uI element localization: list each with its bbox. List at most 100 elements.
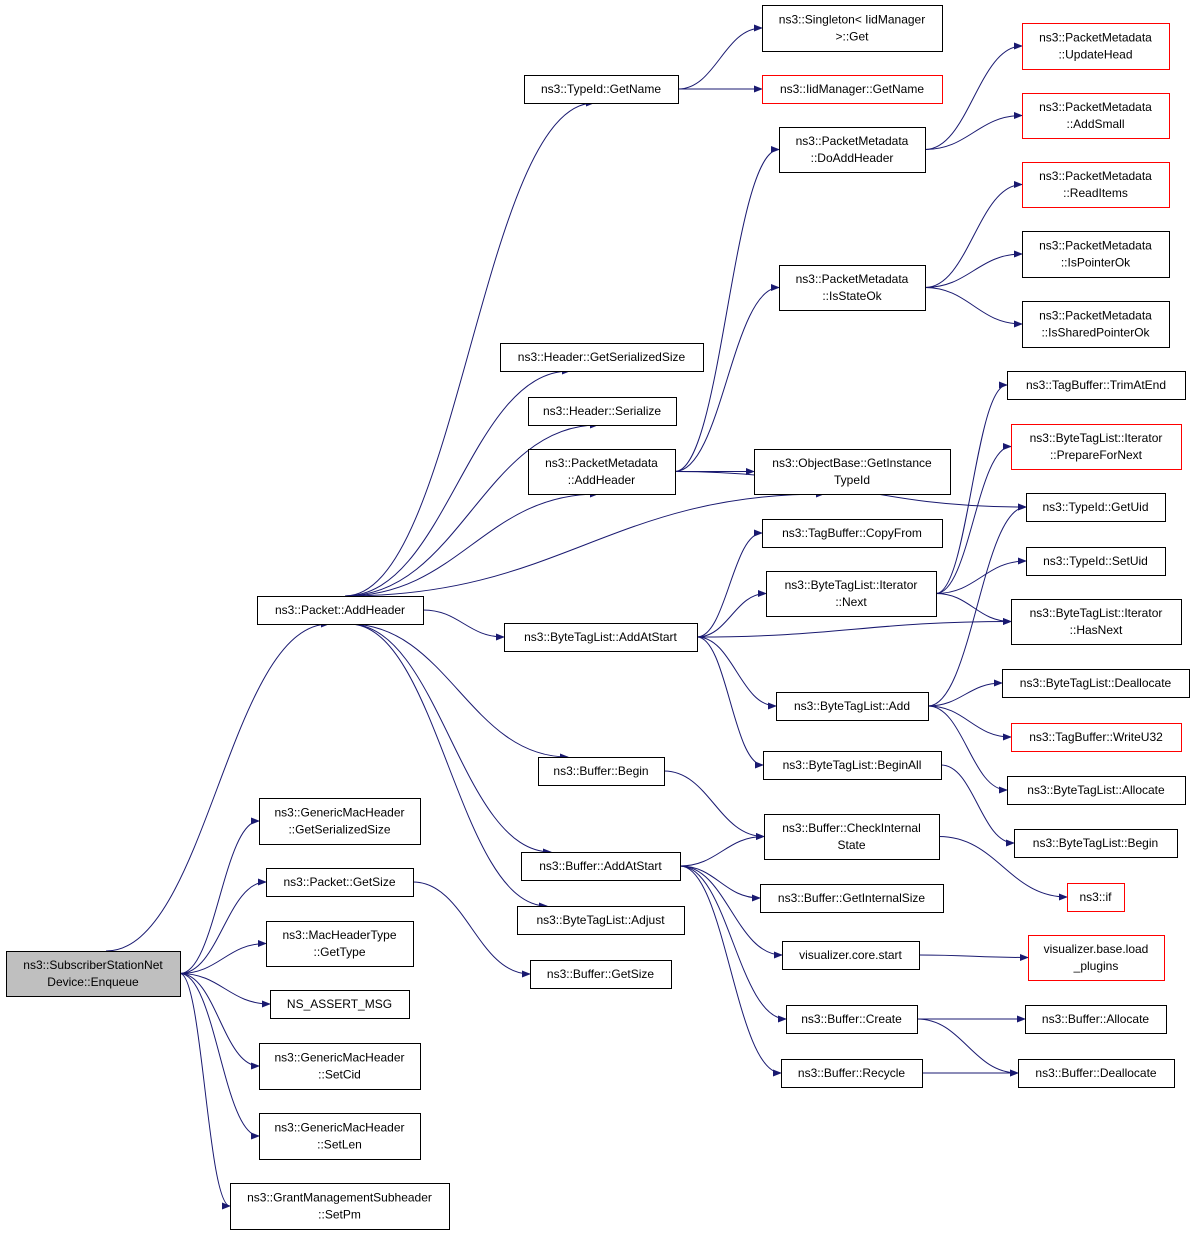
node-pm_isstateok[interactable]: ns3::PacketMetadata::IsStateOk xyxy=(779,265,926,311)
node-typeid_getname[interactable]: ns3::TypeId::GetName xyxy=(524,75,679,104)
node-ns_assert_msg[interactable]: NS_ASSERT_MSG xyxy=(270,990,410,1019)
node-tagbuffer_copyfrom[interactable]: ns3::TagBuffer::CopyFrom xyxy=(762,519,943,548)
node-iid_getname[interactable]: ns3::IidManager::GetName xyxy=(762,75,943,104)
node-box[interactable] xyxy=(1011,723,1182,752)
node-box[interactable] xyxy=(1011,424,1182,470)
node-box[interactable] xyxy=(1026,547,1166,576)
node-box[interactable] xyxy=(257,596,424,625)
node-buffer_create[interactable]: ns3::Buffer::Create xyxy=(786,1005,918,1034)
node-vis_base_load[interactable]: visualizer.base.load_plugins xyxy=(1028,935,1165,981)
node-box[interactable] xyxy=(762,5,943,52)
node-buffer_addatstart[interactable]: ns3::Buffer::AddAtStart xyxy=(521,852,681,881)
node-box[interactable] xyxy=(530,960,672,989)
node-buffer_deallocate[interactable]: ns3::Buffer::Deallocate xyxy=(1018,1059,1175,1088)
node-box[interactable] xyxy=(754,449,951,495)
node-btl_beginall[interactable]: ns3::ByteTagList::BeginAll xyxy=(763,751,942,780)
node-box[interactable] xyxy=(1011,599,1182,645)
node-box[interactable] xyxy=(528,449,676,495)
node-box[interactable] xyxy=(1022,23,1170,70)
node-box[interactable] xyxy=(266,921,414,967)
node-box[interactable] xyxy=(779,127,926,173)
node-box[interactable] xyxy=(1007,371,1186,400)
node-typeid_getuid[interactable]: ns3::TypeId::GetUid xyxy=(1026,493,1166,522)
node-box[interactable] xyxy=(1002,669,1190,698)
node-box[interactable] xyxy=(259,1043,421,1090)
node-vis_core_start[interactable]: visualizer.core.start xyxy=(782,941,920,970)
node-buffer_getinternalsize[interactable]: ns3::Buffer::GetInternalSize xyxy=(760,884,944,913)
node-box[interactable] xyxy=(764,814,940,860)
node-ns3_if[interactable]: ns3::if xyxy=(1067,883,1125,912)
node-btl_iter_prepare[interactable]: ns3::ByteTagList::Iterator::PrepareForNe… xyxy=(1011,424,1182,470)
node-tagbuffer_writeu32[interactable]: ns3::TagBuffer::WriteU32 xyxy=(1011,723,1182,752)
node-pm_addheader[interactable]: ns3::PacketMetadata::AddHeader xyxy=(528,449,676,495)
node-box[interactable] xyxy=(230,1183,450,1230)
node-box[interactable] xyxy=(766,571,937,617)
node-box[interactable] xyxy=(259,1113,421,1160)
node-generic_setlen[interactable]: ns3::GenericMacHeader::SetLen xyxy=(259,1113,421,1160)
node-header_getserialized[interactable]: ns3::Header::GetSerializedSize xyxy=(500,343,704,372)
node-box[interactable] xyxy=(1028,935,1165,981)
node-btl_allocate[interactable]: ns3::ByteTagList::Allocate xyxy=(1007,776,1186,805)
node-header_serialize[interactable]: ns3::Header::Serialize xyxy=(528,397,677,426)
node-box[interactable] xyxy=(1018,1059,1175,1088)
node-packet_addheader[interactable]: ns3::Packet::AddHeader xyxy=(257,596,424,625)
node-typeid_setuid[interactable]: ns3::TypeId::SetUid xyxy=(1026,547,1166,576)
node-btl_adjust[interactable]: ns3::ByteTagList::Adjust xyxy=(517,906,685,935)
node-box[interactable] xyxy=(779,265,926,311)
node-box[interactable] xyxy=(763,751,942,780)
node-pm_updatehead[interactable]: ns3::PacketMetadata::UpdateHead xyxy=(1022,23,1170,70)
node-pm_readitems[interactable]: ns3::PacketMetadata::ReadItems xyxy=(1022,162,1170,208)
node-box[interactable] xyxy=(1022,301,1170,348)
node-box[interactable] xyxy=(760,884,944,913)
node-buffer_getsize[interactable]: ns3::Buffer::GetSize xyxy=(530,960,672,989)
node-box[interactable] xyxy=(259,798,421,845)
node-buffer_begin[interactable]: ns3::Buffer::Begin xyxy=(538,757,665,786)
node-box[interactable] xyxy=(528,397,677,426)
node-box[interactable] xyxy=(786,1005,918,1034)
node-btl_iter_hasnext[interactable]: ns3::ByteTagList::Iterator::HasNext xyxy=(1011,599,1182,645)
node-btl_begin[interactable]: ns3::ByteTagList::Begin xyxy=(1014,829,1178,858)
node-box[interactable] xyxy=(782,941,920,970)
node-pm_addsmall[interactable]: ns3::PacketMetadata::AddSmall xyxy=(1022,93,1170,139)
node-box[interactable] xyxy=(1014,829,1178,858)
node-buffer_recycle[interactable]: ns3::Buffer::Recycle xyxy=(781,1059,923,1088)
node-pm_issharedpointerok[interactable]: ns3::PacketMetadata::IsSharedPointerOk xyxy=(1022,301,1170,348)
node-box[interactable] xyxy=(1067,883,1125,912)
node-box[interactable] xyxy=(538,757,665,786)
node-tagbuffer_trimatend[interactable]: ns3::TagBuffer::TrimAtEnd xyxy=(1007,371,1186,400)
node-box[interactable] xyxy=(1022,231,1170,278)
node-box[interactable] xyxy=(762,519,943,548)
node-box[interactable] xyxy=(266,868,414,897)
node-btl_addatstart[interactable]: ns3::ByteTagList::AddAtStart xyxy=(504,623,698,652)
node-box[interactable] xyxy=(500,343,704,372)
node-btl_deallocate[interactable]: ns3::ByteTagList::Deallocate xyxy=(1002,669,1190,698)
node-generic_getserialized[interactable]: ns3::GenericMacHeader::GetSerializedSize xyxy=(259,798,421,845)
node-box[interactable] xyxy=(1022,162,1170,208)
node-box[interactable] xyxy=(270,990,410,1019)
node-grant_setpm[interactable]: ns3::GrantManagementSubheader::SetPm xyxy=(230,1183,450,1230)
node-packet_getsize[interactable]: ns3::Packet::GetSize xyxy=(266,868,414,897)
node-btl_iter_next[interactable]: ns3::ByteTagList::Iterator::Next xyxy=(766,571,937,617)
node-buffer_allocate[interactable]: ns3::Buffer::Allocate xyxy=(1025,1005,1167,1034)
node-box[interactable] xyxy=(6,951,181,997)
node-box[interactable] xyxy=(1026,493,1166,522)
node-box[interactable] xyxy=(1007,776,1186,805)
node-macheadertype_gettype[interactable]: ns3::MacHeaderType::GetType xyxy=(266,921,414,967)
node-box[interactable] xyxy=(524,75,679,104)
node-box[interactable] xyxy=(517,906,685,935)
node-pm_ispointerok[interactable]: ns3::PacketMetadata::IsPointerOk xyxy=(1022,231,1170,278)
node-box[interactable] xyxy=(504,623,698,652)
node-pm_doaddheader[interactable]: ns3::PacketMetadata::DoAddHeader xyxy=(779,127,926,173)
node-btl_add[interactable]: ns3::ByteTagList::Add xyxy=(776,692,929,721)
node-box[interactable] xyxy=(521,852,681,881)
node-box[interactable] xyxy=(781,1059,923,1088)
node-generic_setcid[interactable]: ns3::GenericMacHeader::SetCid xyxy=(259,1043,421,1090)
node-box[interactable] xyxy=(1022,93,1170,139)
node-box[interactable] xyxy=(1025,1005,1167,1034)
node-singleton_get[interactable]: ns3::Singleton< IidManager >::Get xyxy=(762,5,943,52)
node-box[interactable] xyxy=(776,692,929,721)
node-box[interactable] xyxy=(762,75,943,104)
